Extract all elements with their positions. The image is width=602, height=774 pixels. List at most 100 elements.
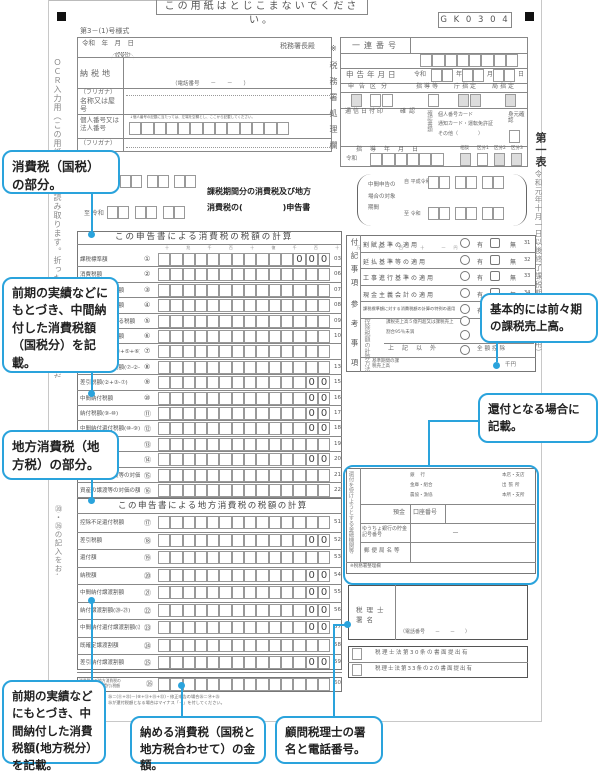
serial-input[interactable] (420, 54, 519, 67)
total-no: ㉖ (146, 680, 153, 688)
callout-accountant: 顧問税理士の署名と電話番号。 (275, 716, 383, 764)
national-amount-input[interactable] (158, 360, 331, 374)
office-box[interactable] (458, 94, 469, 107)
national-amount-input[interactable] (158, 437, 331, 451)
appendix-item-label: 延払基準等の適用 (363, 258, 428, 266)
return-title-line1: 課税期間分の消費税及び地方 (207, 187, 311, 196)
national-amount-input[interactable] (158, 314, 331, 328)
national-row-number: ⑪ (144, 410, 151, 418)
total-amount-input[interactable] (158, 678, 331, 691)
local-row-label: 控除不足還付税額 (80, 520, 125, 526)
category-code-0: 相談 (460, 146, 469, 151)
yes-label: 有 (477, 291, 484, 299)
national-amount-input[interactable] (158, 345, 331, 359)
guidance-box[interactable] (428, 94, 439, 107)
appendix-no-radio[interactable] (490, 238, 500, 248)
national-amount-input[interactable] (158, 484, 331, 497)
category-box[interactable] (370, 94, 381, 107)
appendix-no-radio[interactable] (490, 271, 500, 281)
office-box[interactable] (470, 94, 481, 107)
interim-to-input[interactable] (428, 207, 504, 220)
bureau-designated-label: 局指定 (492, 83, 517, 90)
office-use-side-label: ※税務署処理欄 (329, 44, 338, 157)
callout-connector (428, 420, 480, 422)
interim-bracket (357, 174, 527, 226)
branch-label-3: 本所・支所 (502, 493, 525, 498)
filing-date-input[interactable] (431, 69, 453, 82)
deduction-radio-1[interactable] (460, 316, 470, 326)
callout-refund: 還付となる場合に記載。 (478, 393, 598, 443)
month-label: 月 (487, 71, 494, 78)
category-box[interactable] (382, 94, 393, 107)
no-label: 無 (510, 258, 517, 266)
category-code-box[interactable] (511, 153, 522, 166)
check-article30[interactable] (352, 648, 362, 660)
to-era: 至 令和 (84, 210, 104, 217)
identity-confirm-box[interactable] (509, 130, 520, 143)
deduction-radio-2[interactable] (460, 330, 470, 340)
national-amount-input[interactable] (158, 283, 331, 297)
category-code-box[interactable] (494, 153, 505, 166)
period-from-input[interactable] (120, 175, 196, 188)
national-amount-input[interactable] (158, 268, 331, 282)
period-to-input[interactable] (107, 206, 185, 219)
category-code-2: 区分2 (494, 146, 506, 151)
local-amount-input[interactable] (158, 551, 331, 564)
national-amount-input[interactable] (158, 330, 331, 343)
row-divider (77, 281, 342, 283)
local-amount-input[interactable] (158, 516, 331, 529)
filing-month-input[interactable] (462, 69, 484, 82)
appendix-yes-radio[interactable] (460, 238, 470, 248)
notice-box: この用紙はとじこまないでください。 (156, 0, 368, 26)
id-number-input[interactable] (129, 122, 289, 135)
interim-from-input[interactable] (428, 176, 504, 189)
row-divider (360, 284, 536, 286)
deduction-option-1: 課税売上高５億円超又は課税売上割合95％未満 (386, 320, 454, 335)
doc-option-2: 通知カード・運転免許証 (438, 121, 494, 127)
category-box[interactable] (351, 94, 362, 107)
national-row-number: ⑮ (144, 471, 151, 480)
appendix-yes-radio[interactable] (460, 287, 470, 298)
category-code-box[interactable] (460, 153, 471, 166)
local-row-number: ⑳ (144, 571, 151, 580)
national-row-number: ④ (144, 301, 151, 310)
total-code: 60 (334, 680, 341, 686)
national-amount-input[interactable] (158, 299, 331, 313)
account-label: 口座番号 (413, 509, 438, 516)
guidance-date-input[interactable] (370, 153, 444, 166)
divider (346, 562, 536, 563)
callout-interim-local: 前期の実績などにもとづき、中間納付した消費税額(地方税分）を記載。 (2, 680, 106, 772)
comm-date-label: 通信日付印 (345, 108, 386, 115)
deduction-radio-3[interactable] (460, 345, 470, 355)
check-article33[interactable] (352, 664, 362, 676)
filing-day-input[interactable] (493, 69, 515, 82)
category-code-box[interactable] (477, 153, 488, 166)
appendix-yes-radio[interactable] (460, 271, 470, 281)
postal-label: ゆうちょ銀行の貯金記号番号 (362, 526, 408, 538)
bureau-box[interactable] (505, 94, 516, 107)
branch-label-2: 出張所 (502, 483, 522, 488)
appendix-item-label: 割賦基準の適用 (363, 242, 420, 249)
appendix-yes-radio[interactable] (460, 254, 470, 265)
appendix-yes-radio[interactable] (460, 304, 470, 314)
local-row-code: 54 (334, 571, 341, 578)
bank-label-1: 銀行 (410, 473, 431, 478)
address-label: 納税地 (80, 69, 113, 78)
national-row-code: 03 (334, 256, 341, 262)
id-number-label: 個人番号又は法人番号 (80, 116, 119, 132)
appendix-no-radio[interactable] (490, 254, 500, 265)
national-amount-input[interactable] (158, 468, 331, 482)
local-amount-input[interactable] (158, 638, 331, 652)
